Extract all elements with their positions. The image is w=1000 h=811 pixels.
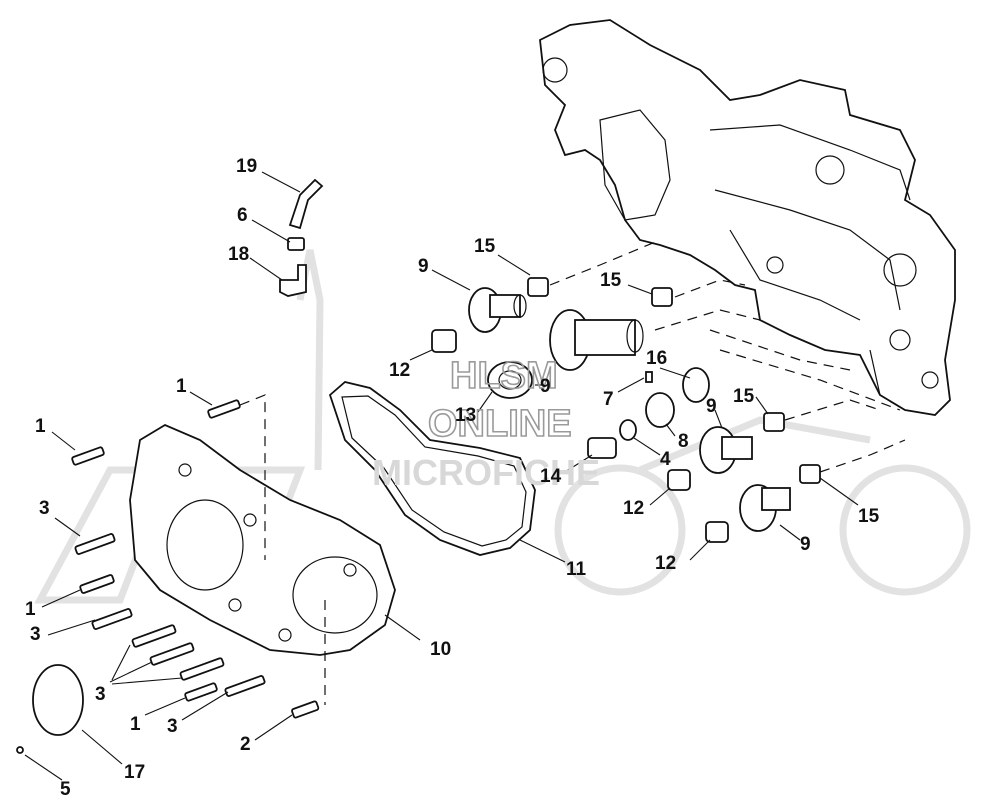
callout-15: 15 <box>858 506 880 527</box>
callout-5: 5 <box>60 779 71 800</box>
callout-3: 3 <box>167 716 178 737</box>
callout-8: 8 <box>678 431 689 452</box>
callout-9: 9 <box>418 256 429 277</box>
crankcase <box>539 19 956 416</box>
hose-clamp <box>287 237 305 251</box>
callout-6: 6 <box>237 205 248 226</box>
watermark-line3: MICROFICHE <box>372 452 600 493</box>
cover-gasket <box>328 381 536 556</box>
callout-1: 1 <box>176 376 187 397</box>
callout-17: 17 <box>124 762 145 783</box>
watermark-line2: ONLINE <box>428 403 572 445</box>
breather-hose-assembly <box>279 178 324 297</box>
breather-hose <box>288 178 324 230</box>
callout-3: 3 <box>39 498 50 519</box>
watermark: HLSM ONLINE MICROFICHE <box>372 354 600 493</box>
callout-1: 1 <box>35 416 46 437</box>
callout-15: 15 <box>474 236 496 257</box>
callout-14: 14 <box>540 466 562 487</box>
watermark-line1: HLSM <box>450 355 558 397</box>
leader-lines <box>24 171 859 781</box>
cam-cover <box>129 423 396 656</box>
timer-cover-plate <box>32 664 84 736</box>
cam-gears <box>431 277 821 543</box>
callout-9: 9 <box>706 396 717 417</box>
callout-4: 4 <box>660 449 671 470</box>
callout-12: 12 <box>655 553 676 574</box>
callout-1: 1 <box>25 599 36 620</box>
callout-15: 15 <box>600 270 622 291</box>
cover-screws <box>16 399 320 754</box>
callout-12: 12 <box>623 498 644 519</box>
callout-11: 11 <box>566 559 587 580</box>
callout-13: 13 <box>455 405 476 426</box>
callout-18: 18 <box>228 244 249 265</box>
callout-16: 16 <box>646 348 667 369</box>
callout-labels: 19 6 18 9 15 15 12 9 16 7 13 8 9 15 4 14… <box>25 156 880 800</box>
callout-19: 19 <box>236 156 257 177</box>
alignment-lines <box>239 239 906 705</box>
elbow-fitting <box>279 264 307 297</box>
callout-10: 10 <box>430 639 451 660</box>
callout-9: 9 <box>540 376 551 397</box>
callout-12: 12 <box>389 360 410 381</box>
callout-1: 1 <box>130 714 141 735</box>
callout-15: 15 <box>733 386 755 407</box>
callout-7: 7 <box>603 389 614 410</box>
callout-2: 2 <box>240 734 251 755</box>
callout-9: 9 <box>800 534 811 555</box>
callout-3: 3 <box>30 624 41 645</box>
callout-3: 3 <box>95 684 106 705</box>
